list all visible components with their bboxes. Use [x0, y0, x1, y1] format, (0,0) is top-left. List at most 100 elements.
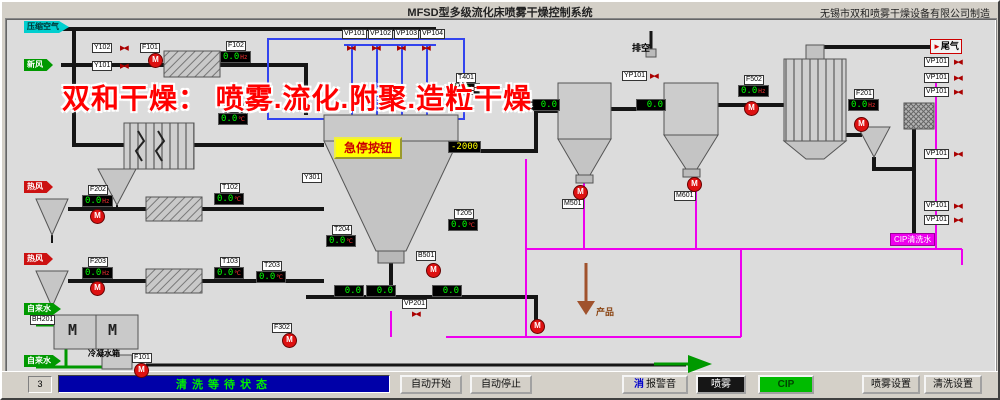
piping-layer	[35, 27, 963, 373]
valve-icon[interactable]: ▶◀	[954, 75, 963, 82]
display-value: 0.0	[85, 268, 102, 278]
tower-cone	[782, 140, 848, 160]
pump-f101[interactable]: M	[134, 363, 149, 378]
valve-yp101-icon[interactable]: ▶◀	[650, 73, 659, 80]
display-value: 0.0	[217, 194, 234, 204]
tag-vpr5: VP101	[924, 201, 950, 211]
valve-icon[interactable]: ▶◀	[954, 217, 963, 224]
display-unit: ℃	[276, 273, 284, 281]
tag-f502: F502	[744, 75, 764, 85]
pump-f302[interactable]: M	[282, 333, 297, 348]
heater-coil-icon	[134, 130, 146, 162]
display-value: 0.0	[259, 272, 276, 282]
auto-start-button[interactable]: 自动开始	[400, 375, 462, 394]
tag-f102: F102	[226, 41, 246, 51]
display-value: -2000	[451, 142, 479, 152]
fan-f202[interactable]: M	[90, 209, 105, 224]
tag-f202: F202	[88, 185, 108, 195]
control-bar: 3 清洗等待状态 自动开始 自动停止 消报警音 喷雾 CIP 喷雾设置 清洗设置	[2, 371, 998, 398]
display-bottom-3: 0.0	[432, 285, 462, 297]
fan-f201[interactable]: M	[854, 117, 869, 132]
process-diagram: 双和干燥： 喷雾.流化.附聚.造粒干燥 压缩空气 新风 热风 热风 自来水 自来…	[5, 18, 997, 378]
equipment-shapes	[35, 44, 935, 370]
tag-vp201: VP201	[402, 299, 428, 309]
tag-t203: T203	[262, 261, 282, 271]
cip-button[interactable]: CIP	[758, 375, 814, 394]
tag-y101: Y101	[92, 61, 113, 71]
valve-vp103-icon[interactable]: ▶◀	[397, 45, 406, 52]
display-unit: ℃	[238, 115, 246, 123]
display-bottom-1: 0.0	[334, 285, 364, 297]
fan-f502[interactable]: M	[744, 101, 759, 116]
display-hopper-b: 0.0	[636, 99, 666, 111]
hopper-b-cone	[663, 134, 719, 170]
display-value: 0.0	[376, 286, 393, 296]
page-spinner[interactable]: 3	[28, 376, 52, 393]
valve-vp102-icon[interactable]: ▶◀	[372, 45, 381, 52]
display-t103: 0.0℃	[214, 267, 245, 279]
tag-f203: F203	[88, 257, 108, 267]
motor-discharge[interactable]: M	[530, 319, 545, 334]
label-tail-gas: ►尾气	[930, 39, 962, 54]
spray-button[interactable]: 喷雾	[696, 375, 746, 394]
tag-t205: T205	[454, 209, 474, 219]
motor-b501[interactable]: M	[426, 263, 441, 278]
valve-icon[interactable]: ▶◀	[120, 45, 129, 52]
display-unit: Hz	[102, 197, 110, 205]
hopper-b-body	[663, 82, 719, 136]
tag-vpr6: VP101	[924, 215, 950, 225]
inlet-hot-air-3: 热风	[24, 253, 53, 265]
tag-m501: M501	[562, 199, 584, 209]
spray-settings-button[interactable]: 喷雾设置	[862, 375, 920, 394]
display-value: 0.0	[217, 268, 234, 278]
display-pressure: -2000	[448, 141, 482, 153]
pipes-blue	[267, 38, 465, 120]
valve-icon[interactable]: ▶◀	[954, 89, 963, 96]
tag-vpr2: VP101	[924, 73, 950, 83]
display-value: 0.0	[344, 286, 361, 296]
tail-gas-arrow-icon: ►	[933, 42, 941, 51]
tag-vp102: VP102	[368, 29, 394, 39]
alarm-mute-label: 报警音	[646, 379, 676, 390]
valve-icon[interactable]: ▶◀	[954, 151, 963, 158]
product-arrow	[577, 301, 595, 315]
tag-vpr1: VP101	[924, 57, 950, 67]
title-bar: MFSD型多级流化床喷雾干燥控制系统 无锡市双和喷雾干燥设备有限公司制造	[2, 2, 998, 20]
display-t401: 0.0℃	[450, 83, 481, 95]
fan-f101[interactable]: M	[148, 53, 163, 68]
motor-m501[interactable]: M	[573, 185, 588, 200]
display-value: 0.0	[453, 84, 470, 94]
company-name: 无锡市双和喷雾干燥设备有限公司制造	[820, 5, 990, 20]
valve-vp101-icon[interactable]: ▶◀	[347, 45, 356, 52]
display-t201: 0.0℃	[218, 113, 249, 125]
dryer-outlet	[377, 250, 405, 264]
valve-vp104-icon[interactable]: ▶◀	[422, 45, 431, 52]
fluid-bed-dryer	[323, 140, 459, 252]
fan-f203[interactable]: M	[90, 281, 105, 296]
tag-m601: M601	[674, 191, 696, 201]
agitator-icon: M	[108, 321, 118, 339]
hopper-a-body	[557, 82, 612, 140]
tag-yp101: YP101	[622, 71, 648, 81]
display-unit: Hz	[102, 269, 110, 277]
valve-icon[interactable]: ▶◀	[120, 63, 129, 70]
label-condensate-tank: 冷凝水箱	[88, 349, 120, 358]
tag-t103: T103	[220, 257, 240, 267]
alarm-mute-button[interactable]: 消报警音	[622, 375, 688, 394]
motor-m601[interactable]: M	[687, 177, 702, 192]
cyclone-2	[35, 198, 69, 237]
valve-vp201-icon[interactable]: ▶◀	[412, 311, 421, 318]
auto-stop-button[interactable]: 自动停止	[470, 375, 532, 394]
tag-f101: F101	[140, 43, 160, 53]
emergency-stop-button[interactable]: 急停按钮	[334, 137, 403, 159]
tag-b501: B501	[416, 251, 437, 261]
valve-icon[interactable]: ▶◀	[954, 203, 963, 210]
display-value: 0.0	[85, 196, 102, 206]
tag-t102: T102	[220, 183, 240, 193]
display-hopper-a: 0.0	[530, 99, 560, 111]
clean-settings-button[interactable]: 清洗设置	[924, 375, 982, 394]
valve-icon[interactable]: ▶◀	[954, 59, 963, 66]
